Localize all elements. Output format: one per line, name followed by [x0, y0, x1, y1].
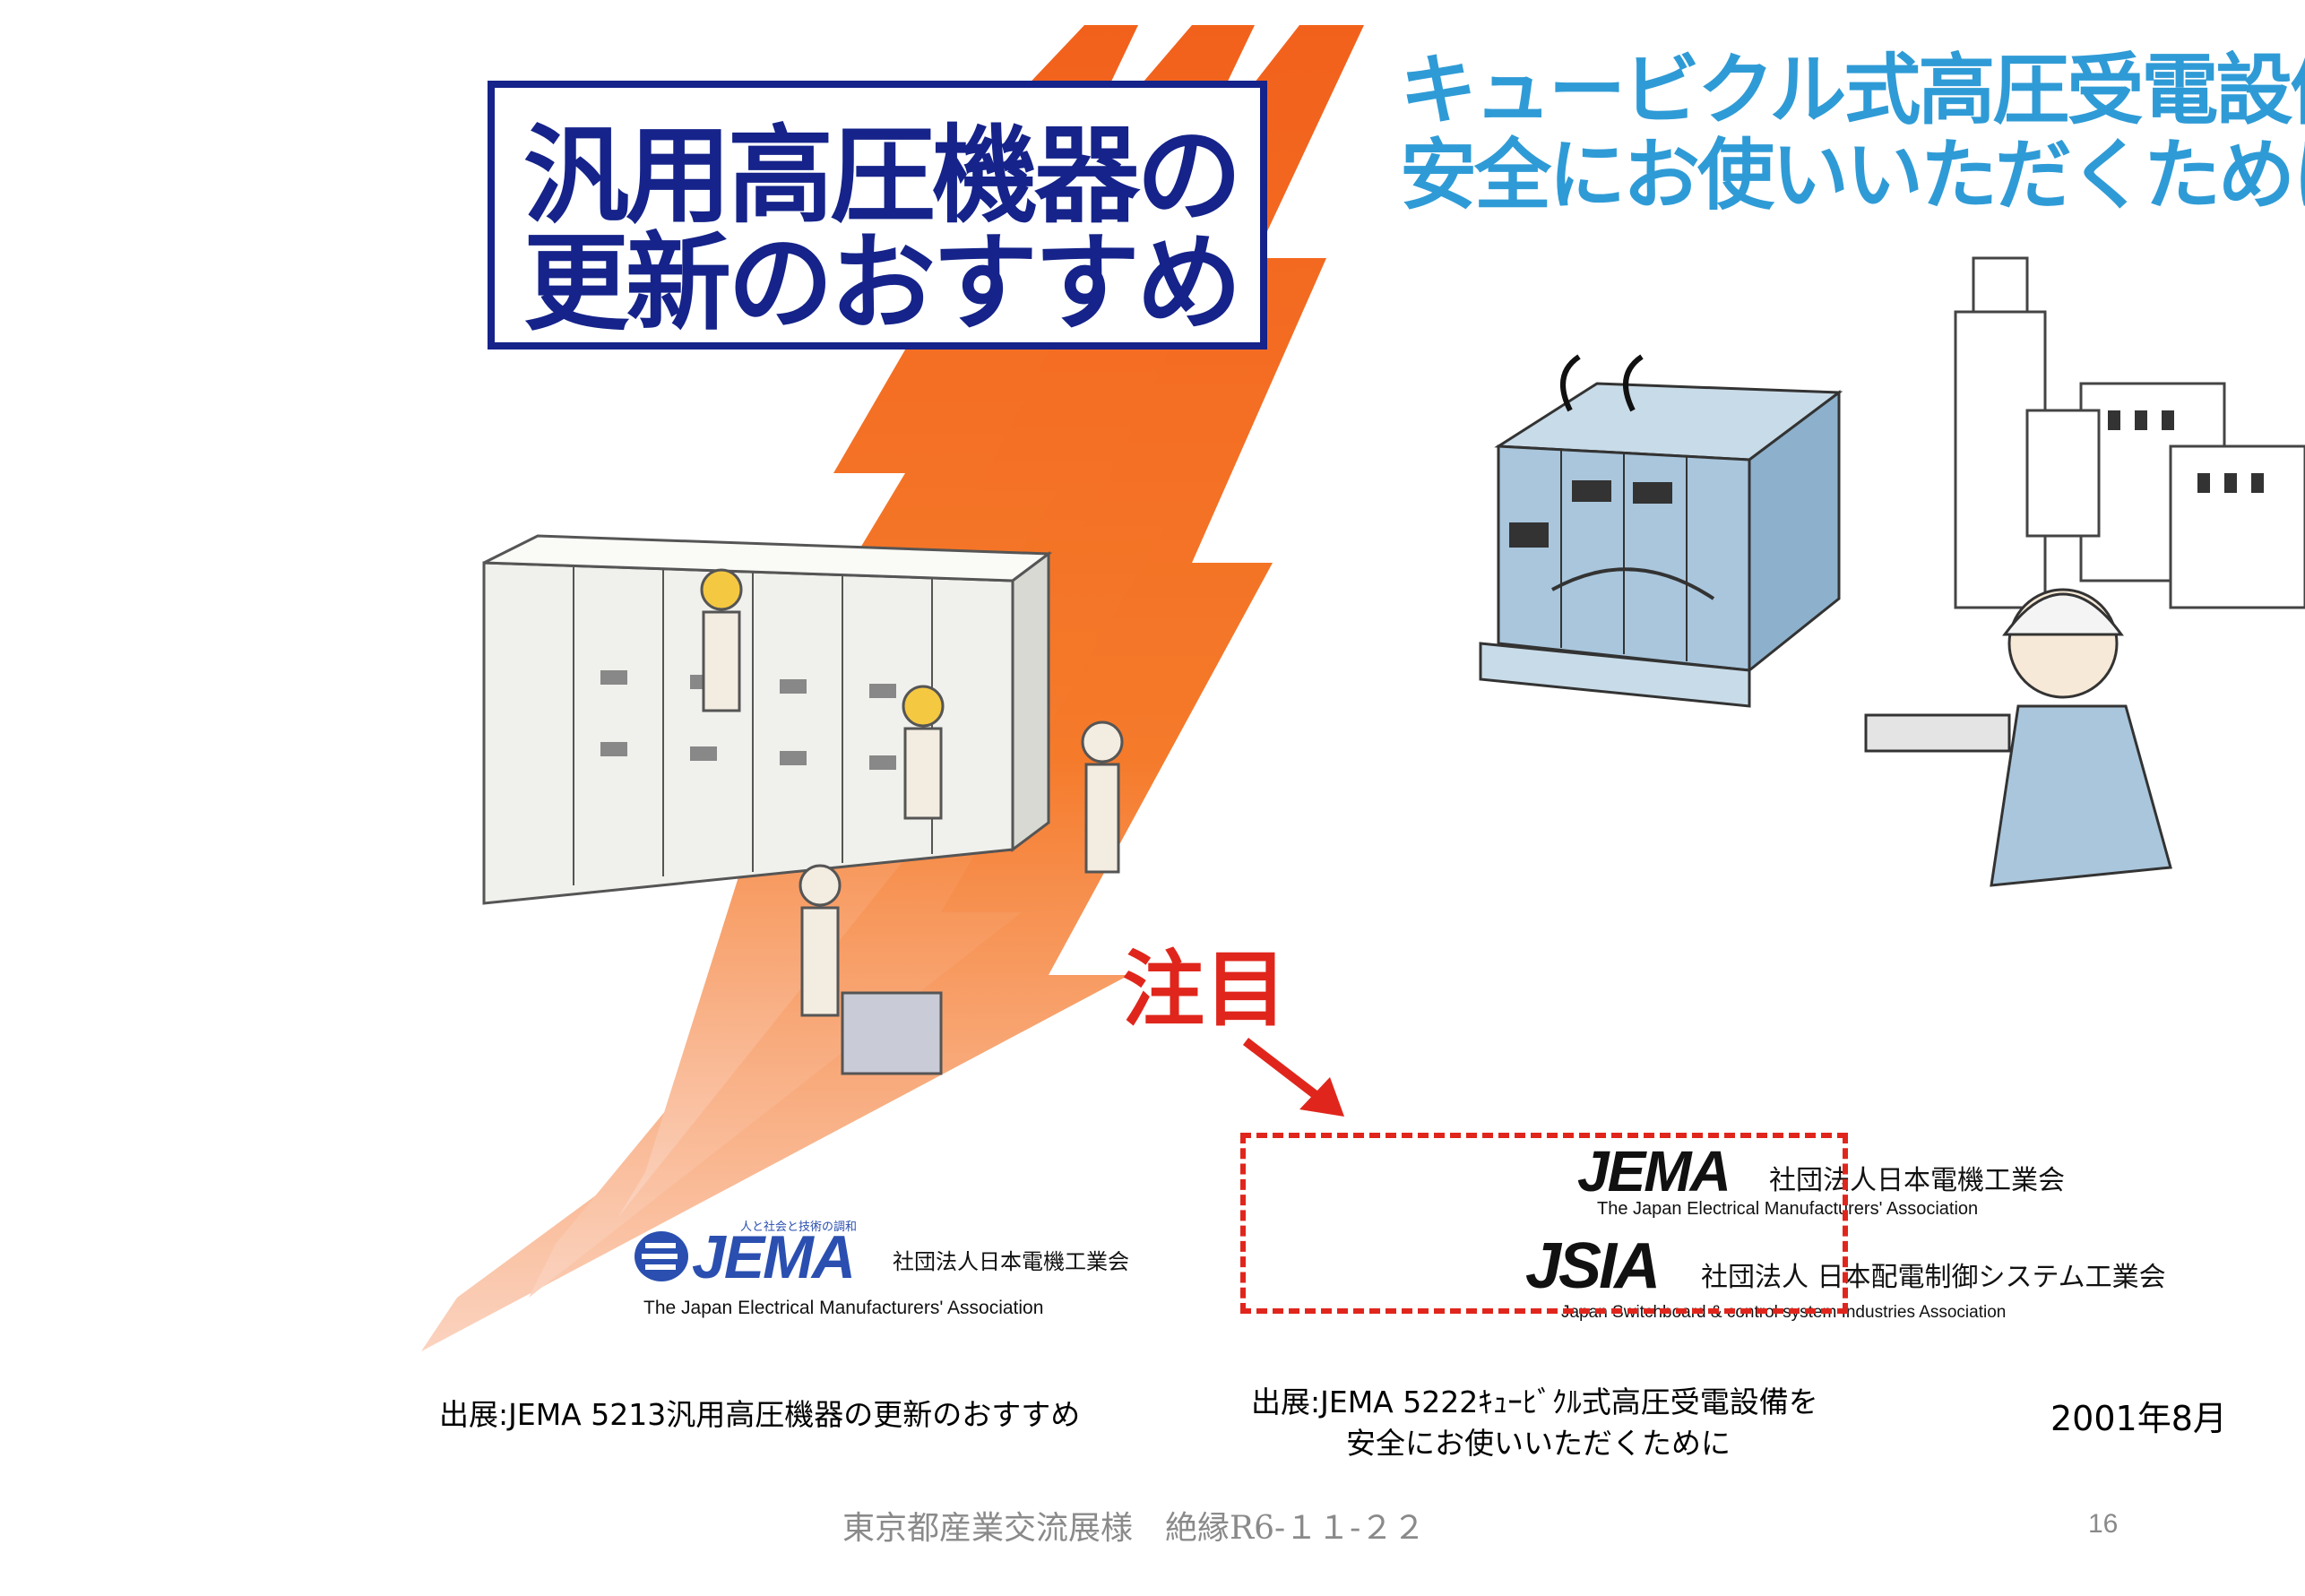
left-jema-org-jp: 社団法人日本電機工業会 [893, 1249, 1129, 1274]
right-jema-logo-text: JEMA 社団法人日本電機工業会 The Japan Electrical Ma… [1525, 1138, 2153, 1219]
left-title-box: 汎用高圧機器の 更新のおすすめ [488, 81, 1267, 349]
right-jema-org-jp: 社団法人日本電機工業会 [1769, 1165, 2065, 1196]
notice-label: 注目 [1122, 942, 1288, 1038]
footer-text: 東京都産業交流展様 絶縁R6-１１-２２ [842, 1510, 1426, 1547]
left-jema-org-en: The Japan Electrical Manufacturers' Asso… [643, 1298, 1044, 1318]
cubicle-cartoon-illustration [1479, 256, 2305, 887]
right-brochure-cover: キュービクル式高圧受電設備を 安全にお使いいただくために [1364, 25, 2305, 966]
arrow-down-right-icon [1242, 1038, 1344, 1117]
left-title-line1: 汎用高圧機器の [523, 117, 1242, 236]
page-number: 16 [2088, 1509, 2119, 1539]
right-jsia-org-jp: 社団法人 日本配電制御システム工業会 [1701, 1262, 2166, 1293]
right-jema-mark: JEMA [1577, 1139, 1731, 1203]
jema-emblem-icon [635, 1231, 688, 1281]
highlight-box [1240, 1133, 1848, 1314]
left-jema-mark: JEMA [692, 1223, 856, 1291]
switchgear-illustration [482, 534, 1053, 905]
left-brochure-cover: 汎用高圧機器の 更新のおすすめ 人と社会と技術の調和 JEMA 社団法人日本電機… [421, 25, 1364, 1351]
right-title-line2: 安全にお使いいただくために [1400, 133, 2305, 219]
left-jema-logo: 人と社会と技術の調和 JEMA 社団法人日本電機工業会 The Japan El… [633, 1217, 1170, 1342]
caption-right-line2: 安全にお使いいただくために [1346, 1426, 1731, 1461]
caption-right-line1: 出展:JEMA 5222ｷｭｰﾋﾞｸﾙ式高圧受電設備を [1251, 1385, 1818, 1419]
left-title-line2: 更新のおすすめ [523, 225, 1242, 343]
worker-figures [700, 568, 1124, 1075]
right-jema-org-en: The Japan Electrical Manufacturers' Asso… [1597, 1199, 1979, 1219]
right-jsia-mark: JSIA [1525, 1230, 1661, 1302]
jema-tagline: 人と社会と技術の調和 [740, 1221, 858, 1234]
right-title-line1: キュービクル式高圧受電設備を [1400, 47, 2305, 134]
caption-left: 出展:JEMA 5213汎用高圧機器の更新のおすすめ [439, 1397, 1081, 1432]
caption-date: 2001年8月 [2050, 1399, 2227, 1438]
